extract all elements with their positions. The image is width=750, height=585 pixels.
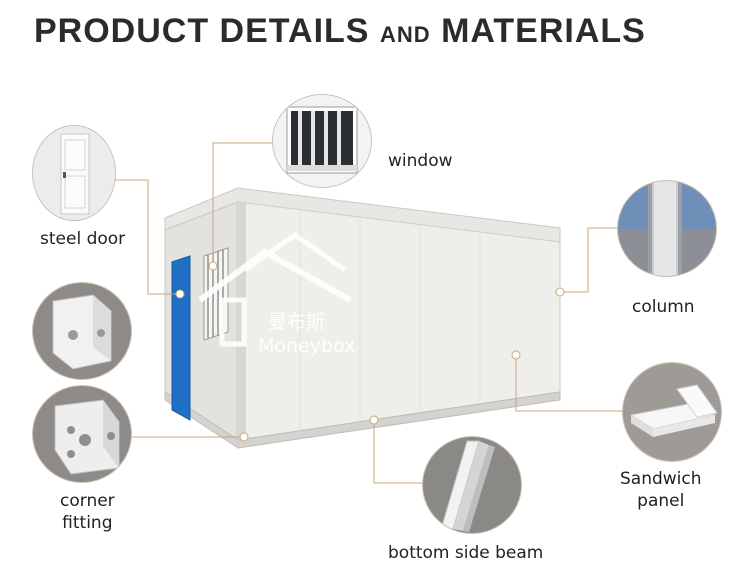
column-label: column bbox=[632, 297, 695, 317]
window-photo bbox=[272, 94, 372, 188]
corner-fitting-label-line2: fitting bbox=[62, 513, 113, 533]
steel-door-shape bbox=[171, 255, 191, 421]
sandwich-panel-photo bbox=[622, 362, 722, 462]
corner-fitting-photo-2 bbox=[32, 385, 132, 483]
bottom-side-beam-label: bottom side beam bbox=[388, 543, 544, 563]
corner-fitting-photo-1 bbox=[32, 282, 132, 380]
page-title: PRODUCT DETAILS AND MATERIALS bbox=[34, 12, 646, 50]
watermark-chinese: 曼布斯 bbox=[268, 311, 325, 333]
sandwich-panel-label-line1: Sandwich bbox=[620, 469, 702, 489]
window-label: window bbox=[388, 151, 453, 171]
corner-fitting-label: corner fitting bbox=[60, 490, 115, 534]
corner-fitting-label-line1: corner bbox=[60, 491, 115, 511]
watermark-brand: Moneybox bbox=[258, 335, 355, 357]
steel-door-photo bbox=[32, 125, 116, 221]
sandwich-panel-label: Sandwich panel bbox=[620, 468, 702, 512]
steel-door-label: steel door bbox=[40, 229, 126, 249]
sandwich-panel-label-line2: panel bbox=[637, 491, 685, 511]
watermark-logo bbox=[198, 231, 352, 347]
bottom-side-beam-photo bbox=[422, 436, 522, 534]
column-photo bbox=[617, 180, 717, 277]
